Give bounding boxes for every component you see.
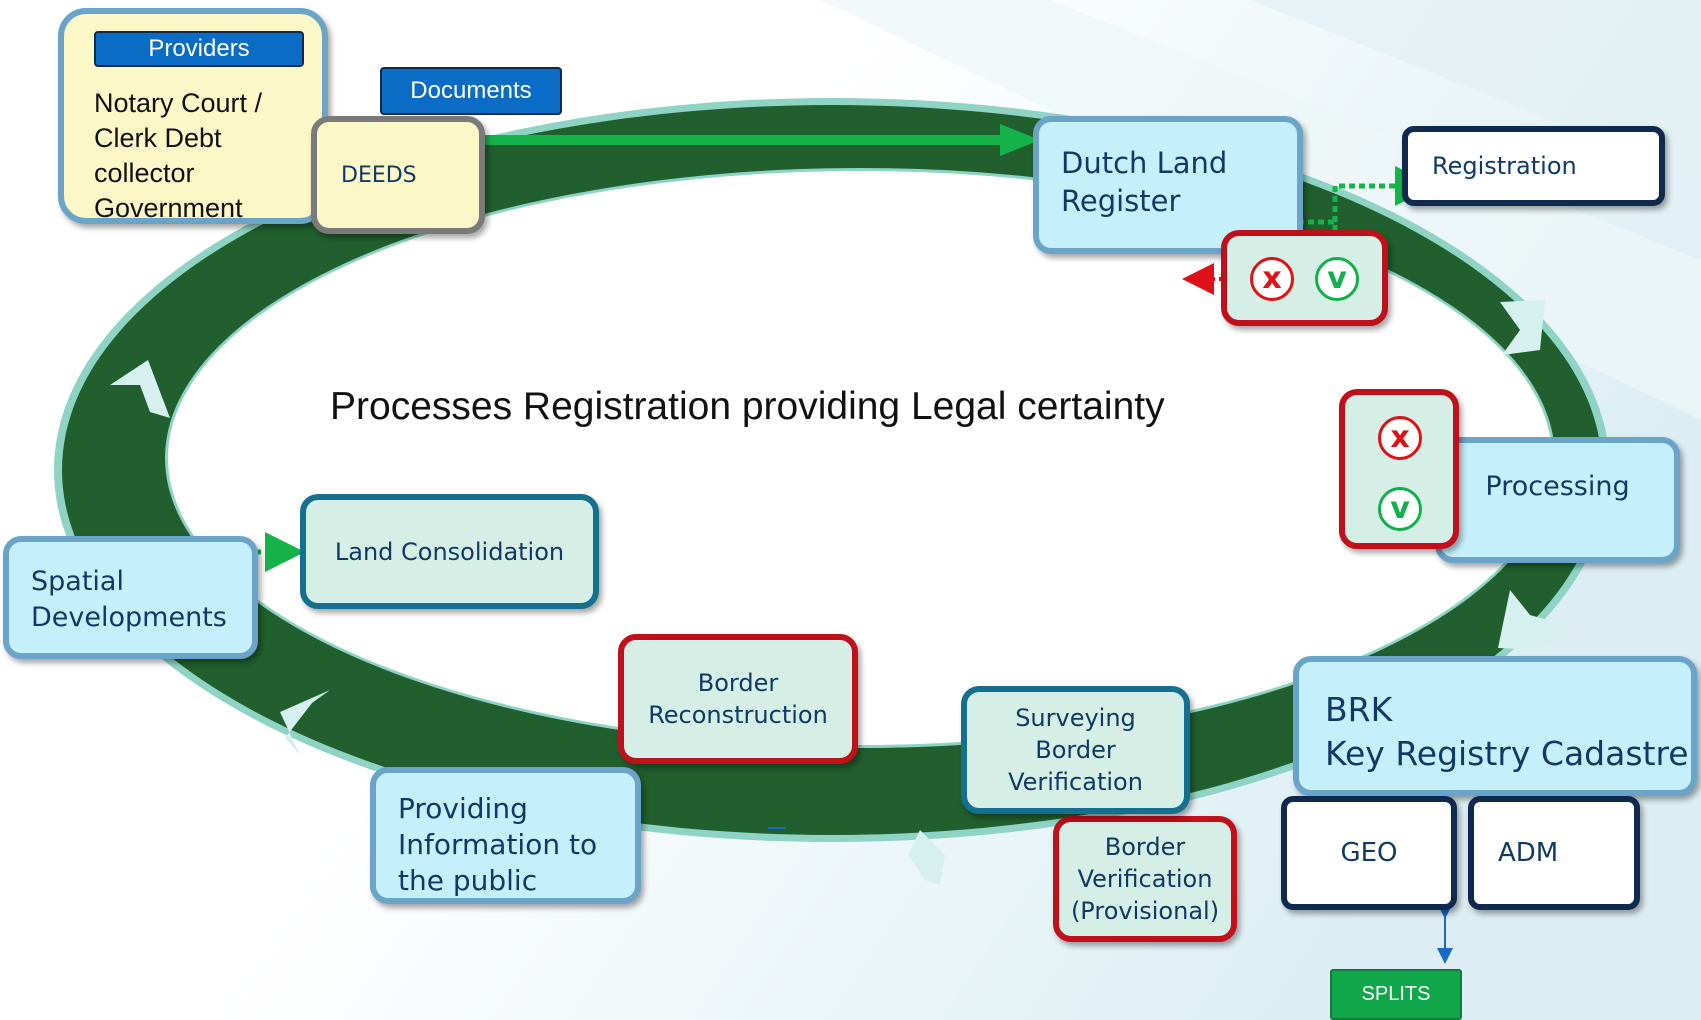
ring-chevron-icon xyxy=(1498,590,1575,650)
providing-info-label: Providing Information to the public xyxy=(398,792,598,897)
processing-label: Processing xyxy=(1485,471,1630,502)
accept-icon: v xyxy=(1315,257,1359,301)
reject-icon: x xyxy=(1378,416,1422,460)
surveying-box: Surveying Border Verification xyxy=(961,686,1190,814)
brk-box: BRK Key Registry Cadastre xyxy=(1293,656,1697,796)
ring-chevron-icon xyxy=(110,360,170,418)
processing-box: Processing xyxy=(1435,437,1680,563)
splits-chip: SPLITS xyxy=(1330,969,1462,1020)
border-reconstruction-box: Border Reconstruction xyxy=(618,634,858,764)
accept-icon: v xyxy=(1378,487,1422,531)
brk-label-line2: Key Registry Cadastre xyxy=(1325,734,1689,773)
deeds-box: DEEDS xyxy=(311,116,485,234)
ring-chevron-icon xyxy=(1500,300,1545,355)
providers-text: Notary Court / Clerk Debt collector Gove… xyxy=(94,88,263,223)
spatial-box: Spatial Developments xyxy=(3,536,258,659)
dutch-land-register-label: Dutch Land Register xyxy=(1061,146,1228,218)
land-consolidation-label: Land Consolidation xyxy=(334,537,565,566)
adm-box: ADM xyxy=(1468,796,1640,910)
geo-label: GEO xyxy=(1340,838,1398,868)
land-consolidation-box: Land Consolidation xyxy=(300,494,599,609)
geo-box: GEO xyxy=(1281,796,1457,910)
deeds-label: DEEDS xyxy=(341,162,417,188)
providers-chip: Providers xyxy=(94,31,304,67)
ring-chevron-icon xyxy=(280,690,330,755)
diagram-title: Processes Registration providing Legal c… xyxy=(330,385,1165,428)
processing-decision-box: x v xyxy=(1339,389,1459,549)
spatial-label: Spatial Developments xyxy=(31,566,227,633)
border-verification-box: Border Verification (Provisional) xyxy=(1053,816,1237,942)
registration-label: Registration xyxy=(1432,152,1577,180)
providing-info-box: Providing Information to the public xyxy=(370,767,641,904)
reject-icon: x xyxy=(1250,257,1294,301)
adm-label: ADM xyxy=(1498,838,1559,868)
border-reconstruction-label: Border Reconstruction xyxy=(648,669,828,729)
register-decision-box: x v xyxy=(1221,230,1388,326)
registration-box: Registration xyxy=(1402,126,1665,206)
documents-chip: Documents xyxy=(380,67,562,115)
ring-chevron-icon xyxy=(908,830,945,885)
border-verification-label: Border Verification (Provisional) xyxy=(1070,833,1220,925)
surveying-label: Surveying Border Verification xyxy=(1008,704,1143,796)
brk-label-line1: BRK xyxy=(1325,690,1393,729)
